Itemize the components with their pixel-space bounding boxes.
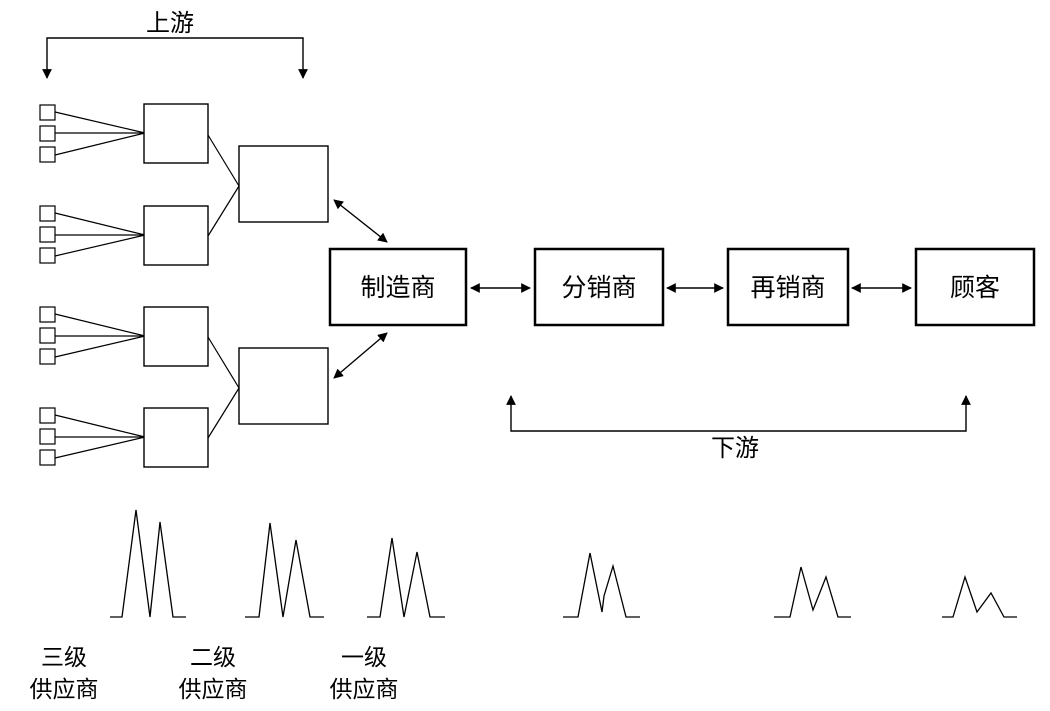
downstream-bracket	[506, 395, 971, 432]
tertiary-supplier-box	[39, 125, 56, 142]
secondary-supplier-boxes	[143, 103, 209, 468]
primary-supplier-box	[238, 347, 329, 425]
demand-peak-manufacturer	[563, 552, 640, 618]
manufacturer-label: 制造商	[360, 273, 435, 302]
primary-supplier-box	[238, 145, 329, 223]
demand-peak-customer	[942, 574, 1017, 618]
secondary-connectors	[207, 134, 240, 439]
demand-peak-third-tier	[110, 509, 186, 618]
tier-third-label: 三级 供应商	[30, 645, 99, 703]
tier-first-line2: 供应商	[330, 677, 399, 703]
tier-third-line2: 供应商	[30, 677, 99, 703]
tertiary-supplier-box	[39, 428, 56, 445]
tertiary-supplier-box	[39, 407, 56, 424]
tertiary-supplier-box	[39, 146, 56, 163]
demand-peaks	[110, 509, 1017, 618]
demand-peak-distributor	[774, 566, 851, 618]
tertiary-supplier-box	[39, 205, 56, 222]
primary-supplier-boxes	[238, 145, 329, 425]
secondary-supplier-box	[143, 306, 209, 367]
tertiary-supplier-box	[39, 226, 56, 243]
reseller-label: 再销商	[750, 273, 825, 302]
customer-node: 顾客	[914, 247, 1036, 327]
secondary-supplier-box	[143, 205, 209, 266]
demand-peak-second-tier	[245, 522, 324, 618]
tier-second-line1: 二级	[190, 645, 236, 671]
tertiary-connectors	[54, 111, 146, 459]
secondary-supplier-box	[143, 407, 209, 468]
tertiary-supplier-boxes	[39, 104, 56, 466]
demand-peak-first-tier	[367, 537, 445, 618]
customer-label: 顾客	[950, 273, 1000, 302]
tier-second-label: 二级 供应商	[179, 645, 248, 703]
upstream-label: 上游	[146, 9, 194, 37]
tier-first-label: 一级 供应商	[330, 645, 399, 703]
distributor-node: 分销商	[533, 247, 665, 327]
downstream-label: 下游	[711, 434, 759, 462]
tertiary-supplier-box	[39, 247, 56, 264]
tier-first-line1: 一级	[341, 645, 387, 671]
supplier-manufacturer-arrows	[333, 199, 388, 379]
tier-second-line2: 供应商	[179, 677, 248, 703]
tier-third-line1: 三级	[41, 645, 87, 671]
secondary-supplier-box	[143, 103, 209, 164]
upstream-bracket	[42, 37, 308, 79]
tertiary-supplier-box	[39, 104, 56, 121]
distributor-label: 分销商	[561, 273, 636, 302]
tertiary-supplier-box	[39, 348, 56, 365]
tertiary-supplier-box	[39, 327, 56, 344]
reseller-node: 再销商	[726, 247, 850, 327]
manufacturer-node: 制造商	[328, 247, 468, 327]
tertiary-supplier-box	[39, 306, 56, 323]
tertiary-supplier-box	[39, 449, 56, 466]
